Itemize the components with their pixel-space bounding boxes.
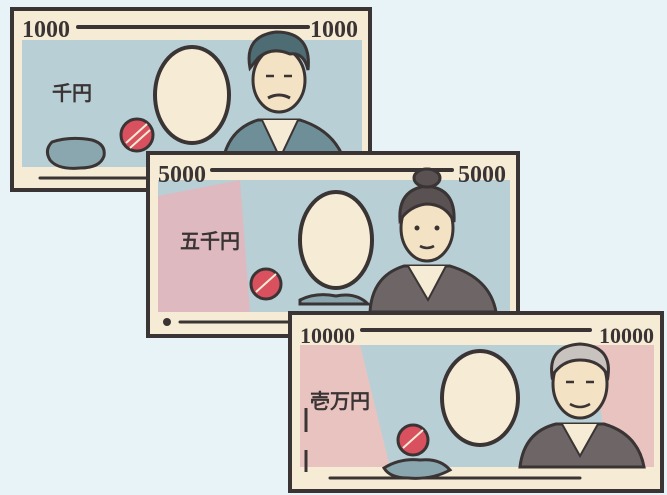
denomination-label: 千円 xyxy=(52,81,92,105)
watermark-oval xyxy=(440,349,520,447)
red-seal-icon xyxy=(119,117,155,153)
denomination-top-right: 5000 xyxy=(458,162,506,188)
note-accent-panel xyxy=(300,345,390,467)
denomination-top-left: 1000 xyxy=(22,17,70,43)
old-man-portrait-icon xyxy=(518,342,646,469)
denomination-label: 壱万円 xyxy=(310,389,370,413)
ornament-blob xyxy=(45,136,106,170)
banknote-10000: 10000 10000 壱万円 xyxy=(288,311,664,493)
watermark-oval xyxy=(153,45,231,145)
denomination-top-left: 10000 xyxy=(300,323,355,348)
ornament-blob xyxy=(298,293,372,306)
denomination-top-left: 5000 xyxy=(158,162,206,188)
ornament-dot xyxy=(163,318,171,326)
watermark-oval xyxy=(298,190,374,290)
denomination-top-right: 1000 xyxy=(310,17,358,43)
banknote-5000: 5000 5000 五千円 xyxy=(146,151,520,338)
seal-hatch xyxy=(255,273,277,293)
note-accent-panel xyxy=(158,180,250,312)
seal-hatch xyxy=(125,123,148,144)
seal-hatch xyxy=(129,129,151,149)
denomination-label: 五千円 xyxy=(180,229,240,253)
ornament-blob xyxy=(381,458,453,480)
woman-with-hair-bun-portrait-icon xyxy=(368,167,498,314)
denomination-top-right: 10000 xyxy=(599,323,654,348)
seal-hatch xyxy=(402,429,424,449)
